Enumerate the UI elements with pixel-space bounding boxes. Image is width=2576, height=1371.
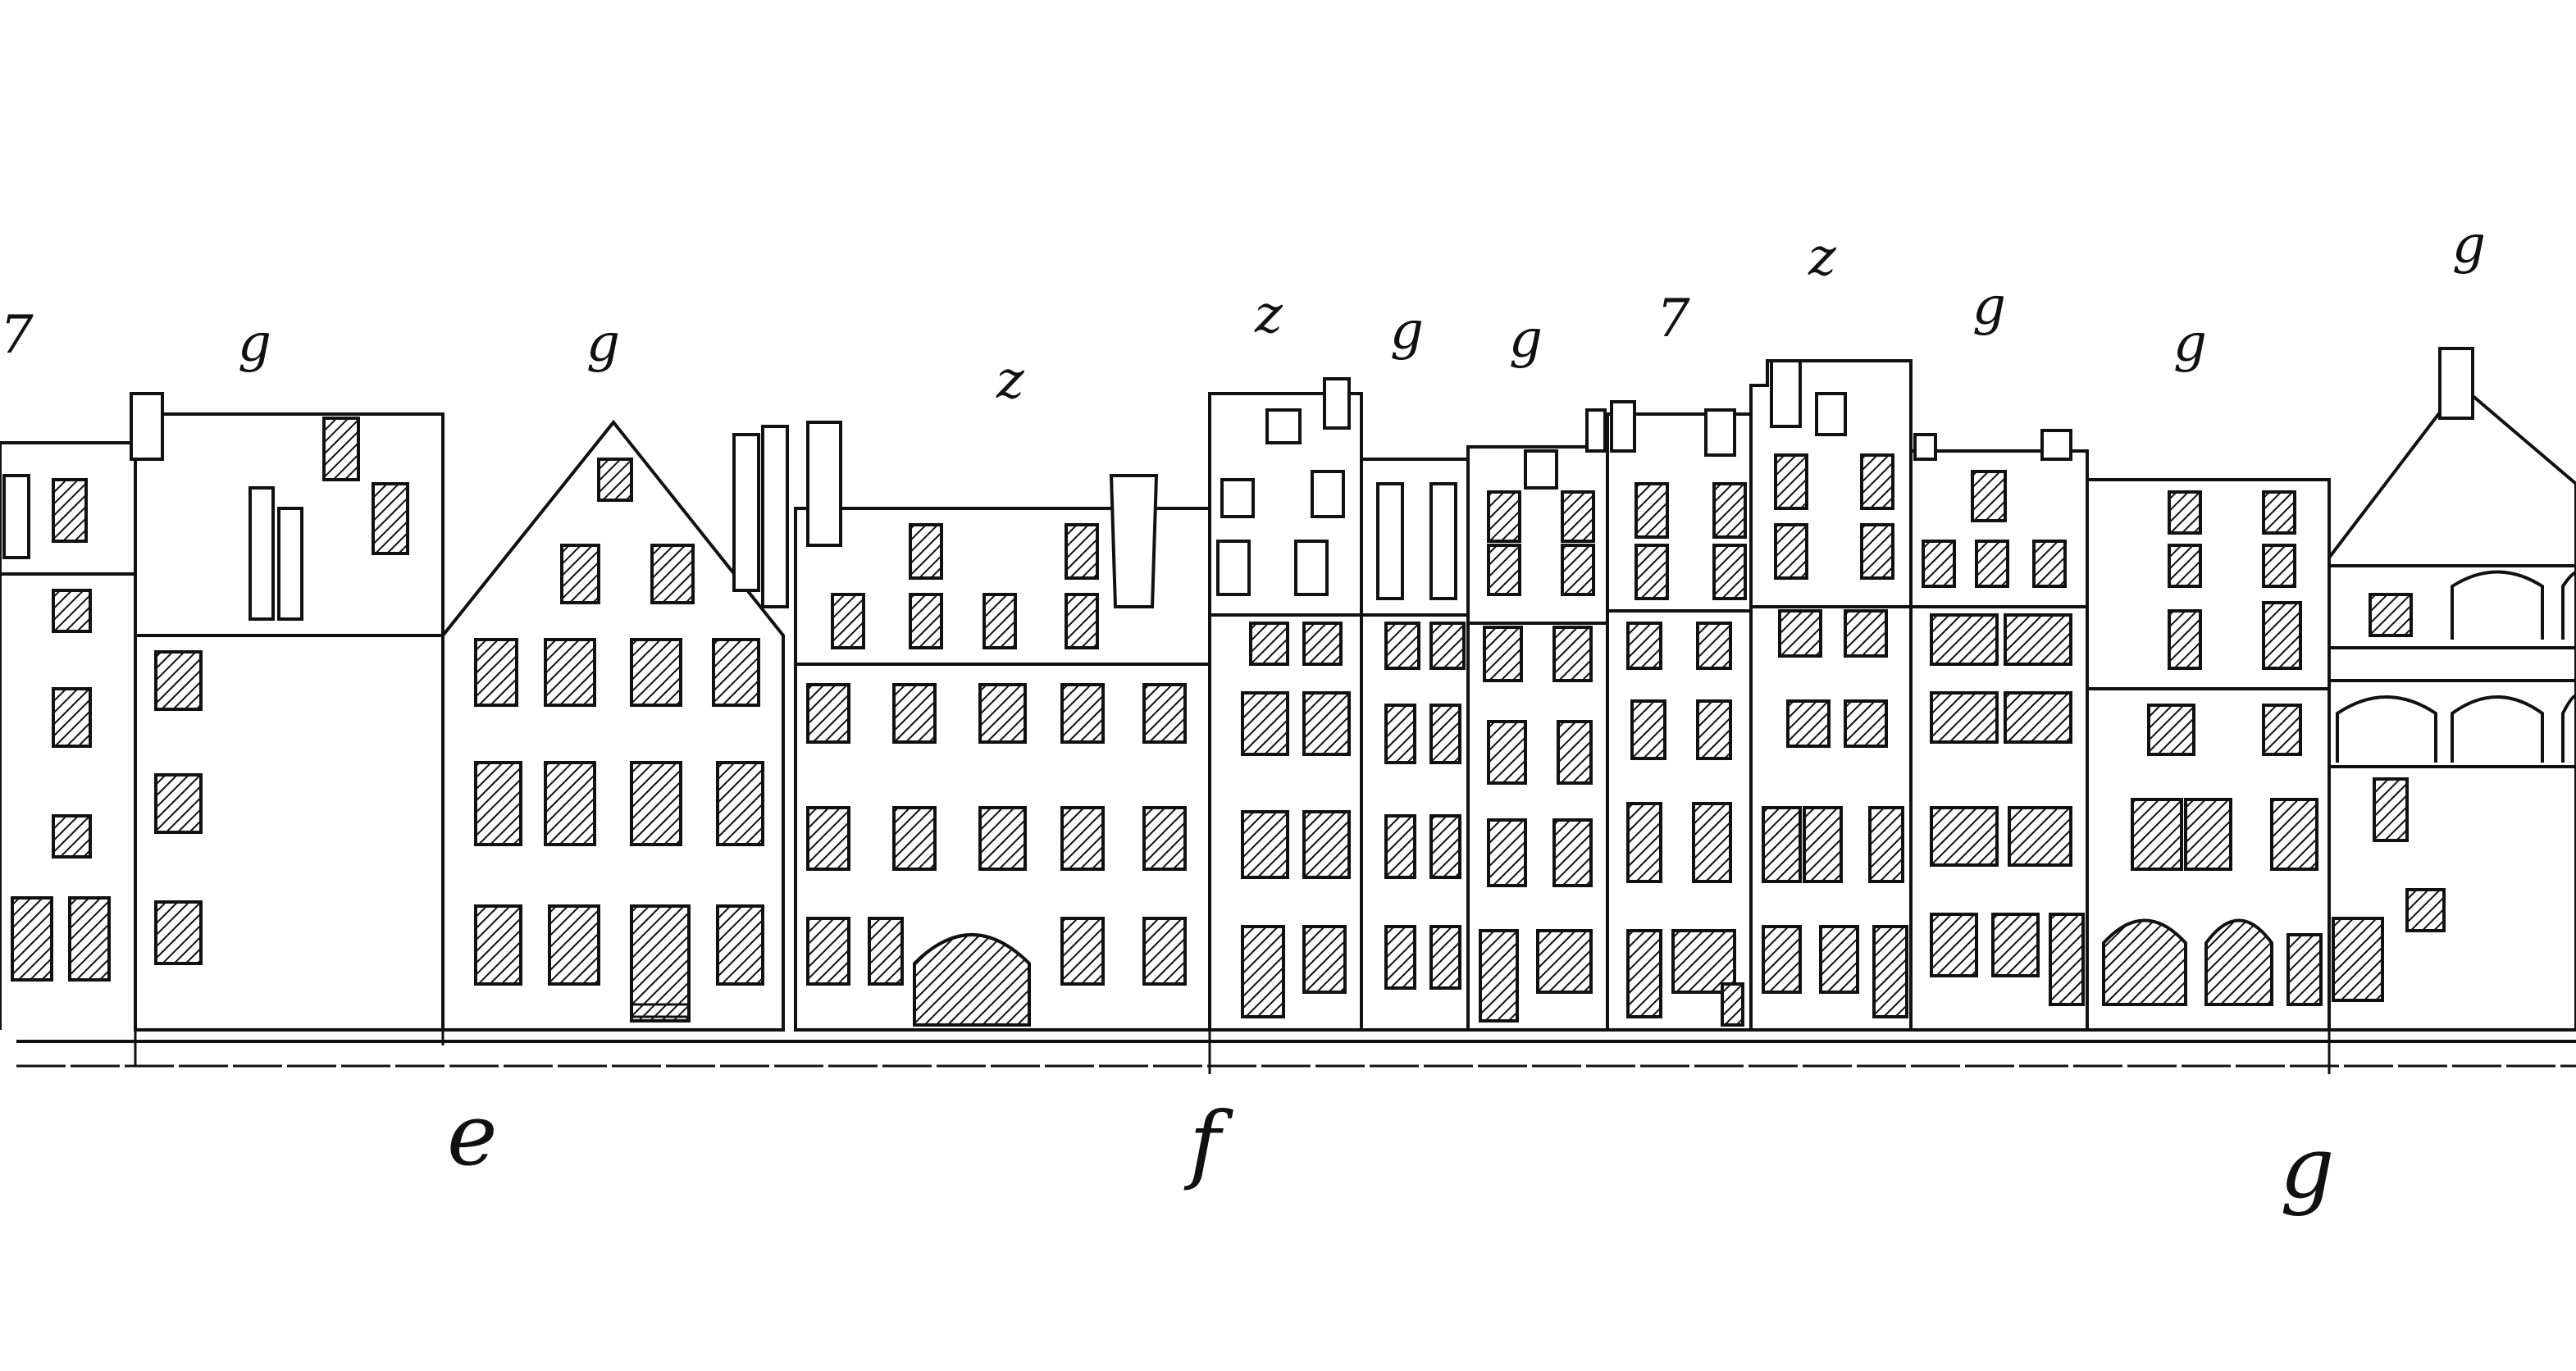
house-4 — [794, 421, 1211, 1032]
house-1 — [0, 441, 137, 1030]
label-top-12: g — [2452, 215, 2486, 276]
house-2 — [130, 392, 445, 1032]
property-markers — [134, 1017, 2331, 1074]
house-9 — [1749, 359, 1913, 1032]
label-top-2: g — [238, 313, 271, 374]
label-top-8: 7 — [1657, 289, 1690, 349]
label-top-7: g — [1509, 309, 1543, 370]
house-6 — [1360, 458, 1470, 1032]
label-bottom-e: e — [447, 1085, 498, 1185]
label-top-1: 7 — [0, 305, 34, 366]
label-top-10: g — [1972, 276, 2006, 337]
house-12 — [2328, 347, 2576, 1032]
street-line — [16, 1040, 2576, 1068]
house-11 — [2086, 478, 2331, 1032]
house-3 — [441, 419, 789, 1032]
label-top-5: z — [1254, 285, 1283, 345]
label-top-3: g — [586, 313, 620, 374]
label-bottom-g: g — [2280, 1118, 2335, 1218]
label-top-4: z — [996, 350, 1025, 411]
bottom-labels: e f g — [447, 1085, 2335, 1218]
label-top-6: g — [1390, 301, 1424, 362]
house-7 — [1466, 408, 1609, 1032]
house-8 — [1606, 400, 1753, 1032]
label-bottom-f: f — [1183, 1093, 1233, 1193]
house-10 — [1909, 429, 2089, 1032]
house-5 — [1208, 377, 1363, 1032]
label-top-9: z — [1808, 227, 1837, 288]
label-top-11: g — [2173, 313, 2207, 374]
top-labels: 7 g g z z g g 7 z g g g — [0, 215, 2486, 411]
